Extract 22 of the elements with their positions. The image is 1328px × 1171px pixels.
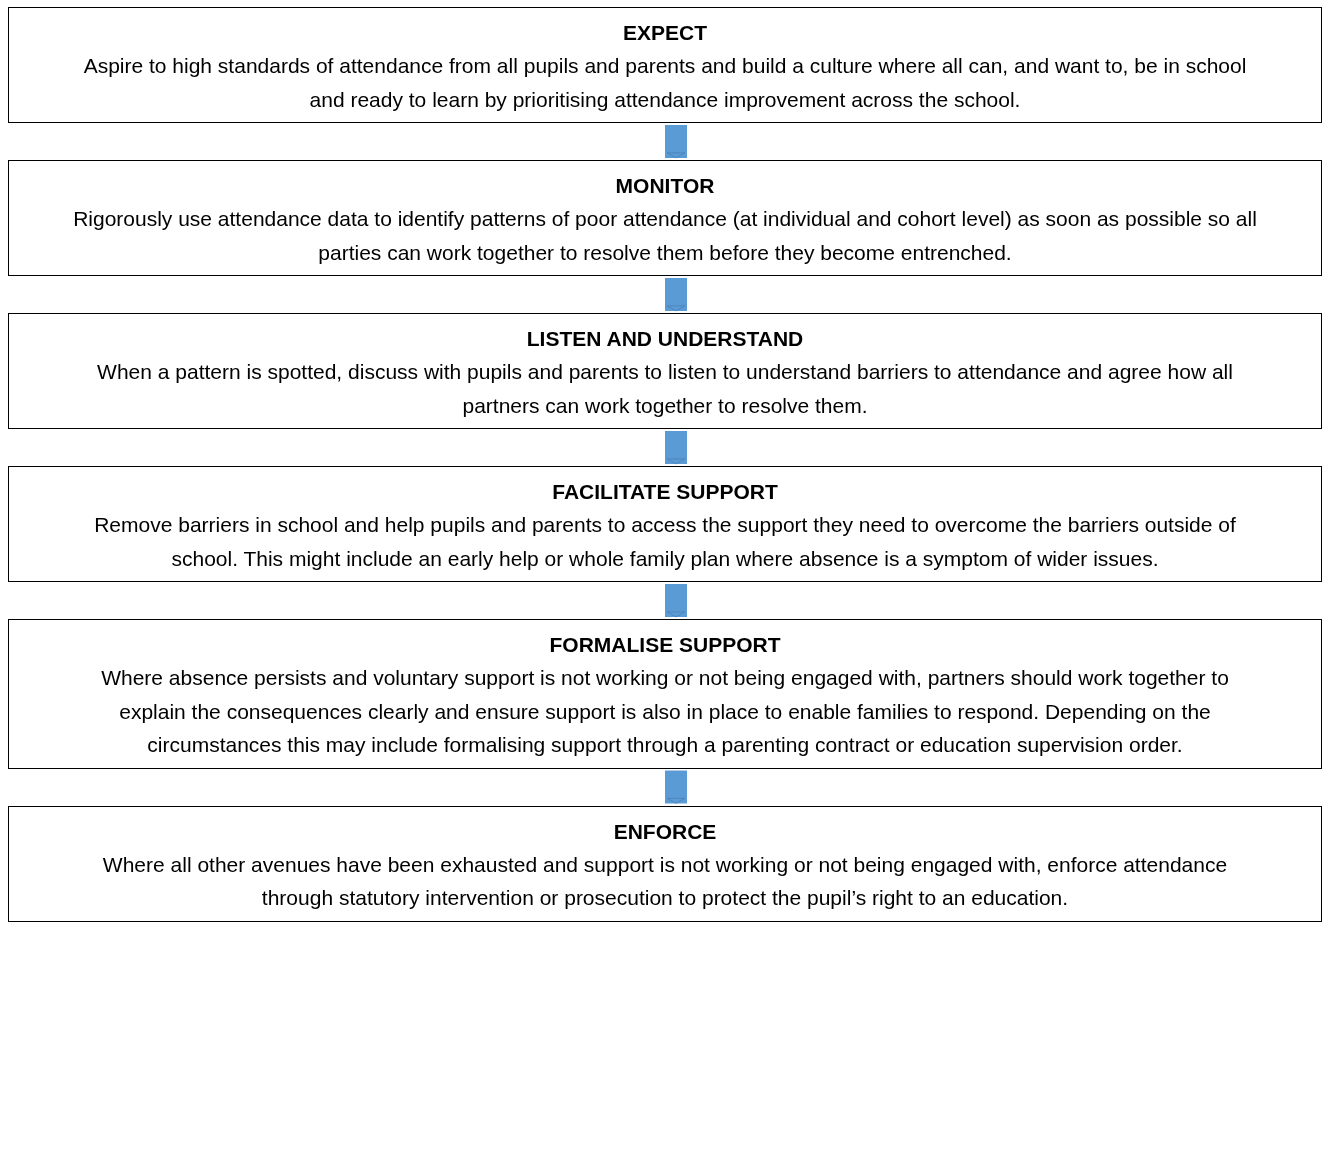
step-box <box>8 466 1322 582</box>
step-description: Where absence persists and voluntary support is not working or not being engaged with, partners should work together to explain the consequences clearly and ensure support is also in place to enable families to respond. Depending on the circumstances this may include formalising support through a parenting contract or education supervision order. <box>100 665 1230 758</box>
step-description: Aspire to high standards of attendance from all pupils and parents and build a culture where all can, and want to, be in school and ready to learn by prioritising attendance improvement across the school. <box>82 53 1248 113</box>
step-description: Rigorously use attendance data to identify patterns of poor attendance (at individual and cohort level) as soon as possible so all parties can work together to resolve them before they become entrenched. <box>72 206 1258 266</box>
block-arrow <box>665 584 687 618</box>
step-heading: EXPECT <box>622 20 708 46</box>
step-description: Where all other avenues have been exhausted and support is not working or not being engaged with, enforce attendance through statutory intervention or prosecution to protect the pupil’s right to an education. <box>101 851 1229 911</box>
step-box <box>8 619 1322 769</box>
step-description: When a pattern is spotted, discuss with pupils and parents to listen to understand barriers to attendance and agree how all partners can work together to resolve them. <box>96 359 1234 419</box>
step-heading: MONITOR <box>614 173 716 199</box>
step-heading: ENFORCE <box>612 818 718 845</box>
step-description: Remove barriers in school and help pupils and parents to access the support they need to overcome the barriers outside of school. This might include an early help or whole family plan where absence is a symptom of wider issues. <box>93 512 1237 572</box>
step-box <box>8 160 1322 276</box>
step-box <box>8 7 1322 123</box>
block-arrow <box>665 278 687 312</box>
step-box <box>8 313 1322 429</box>
step-heading: LISTEN AND UNDERSTAND <box>525 326 805 352</box>
step-box <box>8 805 1322 922</box>
step-heading: FORMALISE SUPPORT <box>548 632 782 658</box>
step-heading: FACILITATE SUPPORT <box>551 479 779 505</box>
block-arrow <box>665 125 687 159</box>
block-arrow <box>665 431 687 465</box>
